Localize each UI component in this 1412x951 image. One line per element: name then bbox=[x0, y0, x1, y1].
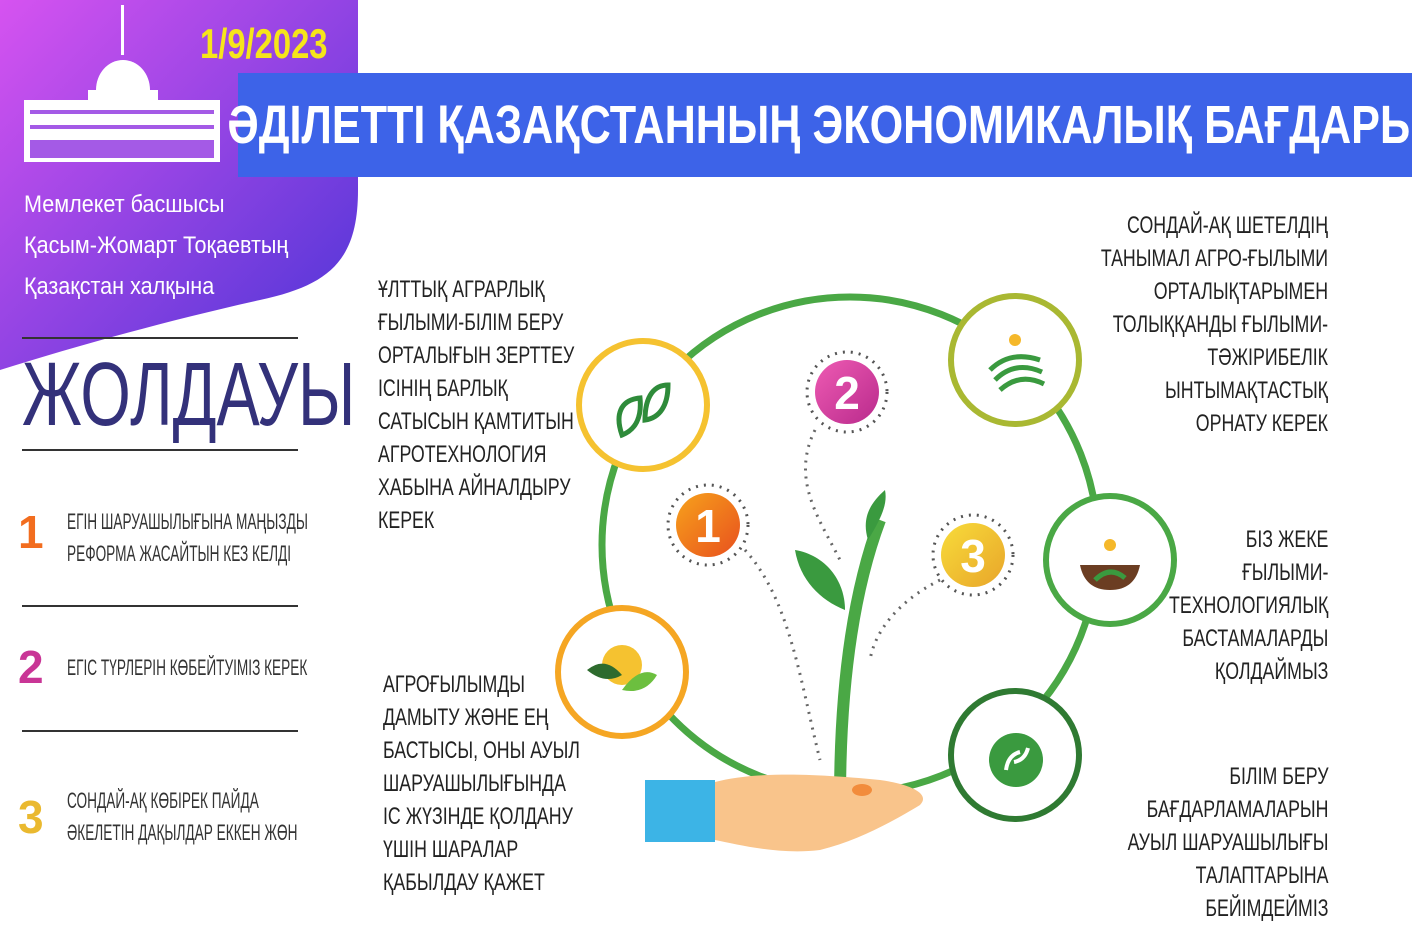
number-badge-3 bbox=[931, 513, 1015, 597]
point-text-2: ЕГІС ТҮРЛЕРІН КӨБЕЙТУІМІЗ КЕРЕК bbox=[67, 655, 308, 680]
subtitle-line: Қазақстан халқына bbox=[24, 273, 215, 300]
badge-number-3: 3 bbox=[960, 530, 986, 582]
leaf-icon bbox=[865, 490, 886, 540]
point-number-3: 3 bbox=[18, 791, 44, 843]
subtitle-line: Қасым-Жомарт Тоқаевтың bbox=[24, 232, 289, 259]
badge-number-2: 2 bbox=[834, 367, 860, 419]
divider bbox=[22, 605, 298, 607]
number-badge-2 bbox=[805, 350, 889, 434]
subtitle: Мемлекет басшысы Қасым-Жомарт Тоқаевтың … bbox=[24, 184, 318, 307]
subtitle-line: Мемлекет басшысы bbox=[24, 191, 225, 218]
point-number-2: 2 bbox=[18, 641, 44, 693]
page-title: ӘДІЛЕТТІ ҚАЗАҚСТАННЫҢ ЭКОНОМИКАЛЫҚ БАҒДА… bbox=[227, 95, 1412, 155]
divider bbox=[22, 337, 298, 339]
icon-circle-seed bbox=[948, 688, 1082, 822]
hand-icon bbox=[645, 774, 924, 852]
icon-circle-sprout bbox=[576, 338, 710, 472]
icon-circle-field bbox=[948, 293, 1082, 427]
plant-stem bbox=[834, 517, 886, 801]
number-badge-1 bbox=[666, 483, 750, 567]
badge-number-1: 1 bbox=[695, 500, 721, 552]
icon-circle-sun-leaves bbox=[555, 605, 689, 739]
icon-circle-soil-sprout bbox=[1043, 493, 1177, 627]
leaf-icon bbox=[795, 550, 845, 610]
point-number-1: 1 bbox=[18, 506, 44, 558]
title-banner: ӘДІЛЕТТІ ҚАЗАҚСТАННЫҢ ЭКОНОМИКАЛЫҚ БАҒДА… bbox=[228, 73, 1412, 177]
divider bbox=[22, 730, 298, 732]
big-word: ЖОЛДАУЫ bbox=[22, 345, 356, 445]
dotted-vines bbox=[743, 429, 941, 761]
divider bbox=[22, 449, 298, 451]
date: 1/9/2023 bbox=[200, 20, 328, 67]
